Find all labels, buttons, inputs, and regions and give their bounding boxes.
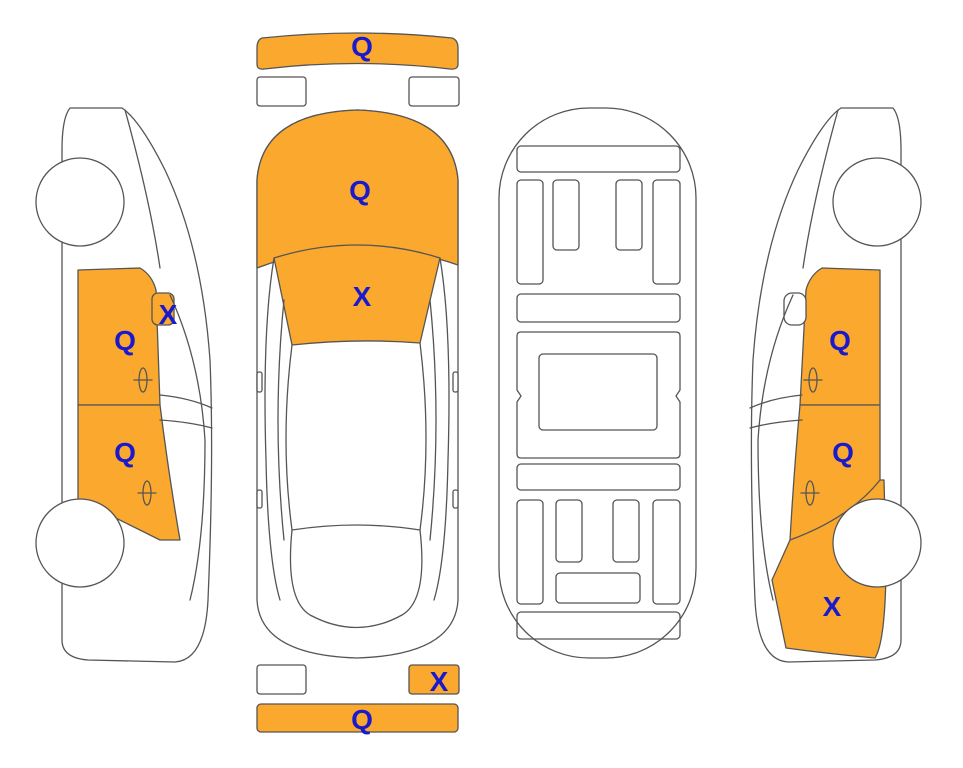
- mark-front-bumper: Q: [351, 31, 373, 62]
- top-view-left-mirror: [256, 371, 263, 393]
- underbody-rear-right-rail: [652, 499, 681, 605]
- top-view-right-side-line: [433, 257, 450, 601]
- left-side-body-outline: [61, 107, 213, 663]
- underbody-front-inner-right: [615, 179, 643, 251]
- underbody-rear-inner-right: [612, 499, 640, 563]
- left-side-view: Q X Q: [35, 107, 213, 663]
- front-left-light: [256, 76, 307, 107]
- mark-left-rear-door: Q: [114, 437, 136, 468]
- mark-right-rear-quarter: X: [823, 591, 842, 622]
- right-side-belt-line: [757, 294, 794, 601]
- mark-windshield: X: [353, 281, 372, 312]
- top-view-left-handle: [256, 489, 263, 509]
- right-rear-door-handle: [800, 480, 820, 506]
- underbody-view: [498, 107, 697, 659]
- top-view-right-handle: [452, 489, 459, 509]
- top-view-right-mirror: [452, 371, 459, 393]
- front-right-light: [408, 76, 460, 107]
- front-bumper[interactable]: [256, 32, 459, 70]
- right-rear-door[interactable]: [789, 404, 881, 541]
- left-side-window-line-2: [159, 419, 213, 429]
- left-front-door[interactable]: [77, 267, 161, 406]
- left-mirror[interactable]: [151, 292, 175, 326]
- right-side-window-line: [749, 394, 803, 409]
- rear-bumper[interactable]: [256, 703, 459, 733]
- right-rear-wheel: [832, 498, 922, 588]
- top-view-left-inner-line: [277, 299, 285, 541]
- right-side-view: Q Q X: [749, 107, 922, 663]
- underbody-rear-crossmember: [516, 463, 681, 491]
- right-side-roof-line: [802, 109, 839, 269]
- left-side-roof-line: [124, 109, 161, 269]
- right-front-door-handle: [803, 367, 823, 393]
- mark-right-front-door: Q: [829, 325, 851, 356]
- rear-left-light: [256, 664, 307, 695]
- underbody-front-right-rail: [652, 179, 681, 285]
- underbody-front-inner-left: [552, 179, 580, 251]
- right-front-door[interactable]: [799, 267, 881, 406]
- left-rear-door-handle: [137, 480, 157, 506]
- underbody-rear-left-rail: [516, 499, 544, 605]
- underbody-front-bar: [516, 145, 681, 173]
- top-view-right-inner-line: [429, 299, 437, 541]
- rear-right-light[interactable]: [408, 664, 460, 695]
- top-view-rear-window: [289, 529, 423, 629]
- mark-rear-bumper: Q: [351, 704, 373, 735]
- underbody-front-crossmember: [516, 293, 681, 323]
- underbody-outline: [498, 107, 697, 659]
- underbody-rear-small-bar: [555, 572, 641, 604]
- left-front-wheel: [35, 157, 125, 247]
- top-view: Q Q X X Q: [256, 31, 460, 735]
- left-rear-wheel: [35, 498, 125, 588]
- mark-left-mirror: X: [159, 299, 178, 330]
- left-front-door-handle: [133, 367, 153, 393]
- mark-right-rear-door: Q: [832, 437, 854, 468]
- left-side-belt-line: [169, 294, 206, 601]
- underbody-center-frame: [516, 331, 681, 459]
- mark-hood: Q: [349, 175, 371, 206]
- right-side-window-line-2: [749, 419, 803, 429]
- left-side-window-line: [159, 394, 213, 409]
- right-side-body-outline: [750, 107, 902, 663]
- right-mirror: [783, 292, 807, 326]
- underbody-rear-inner-left: [555, 499, 583, 563]
- top-view-roof: [285, 342, 427, 531]
- top-view-left-side-line: [264, 257, 281, 601]
- underbody-front-left-rail: [516, 179, 544, 285]
- mark-left-front-door: Q: [114, 325, 136, 356]
- mark-rear-right-light: X: [430, 666, 449, 697]
- right-front-wheel: [832, 157, 922, 247]
- underbody-center-panel: [538, 353, 658, 431]
- underbody-rear-bar: [516, 611, 681, 640]
